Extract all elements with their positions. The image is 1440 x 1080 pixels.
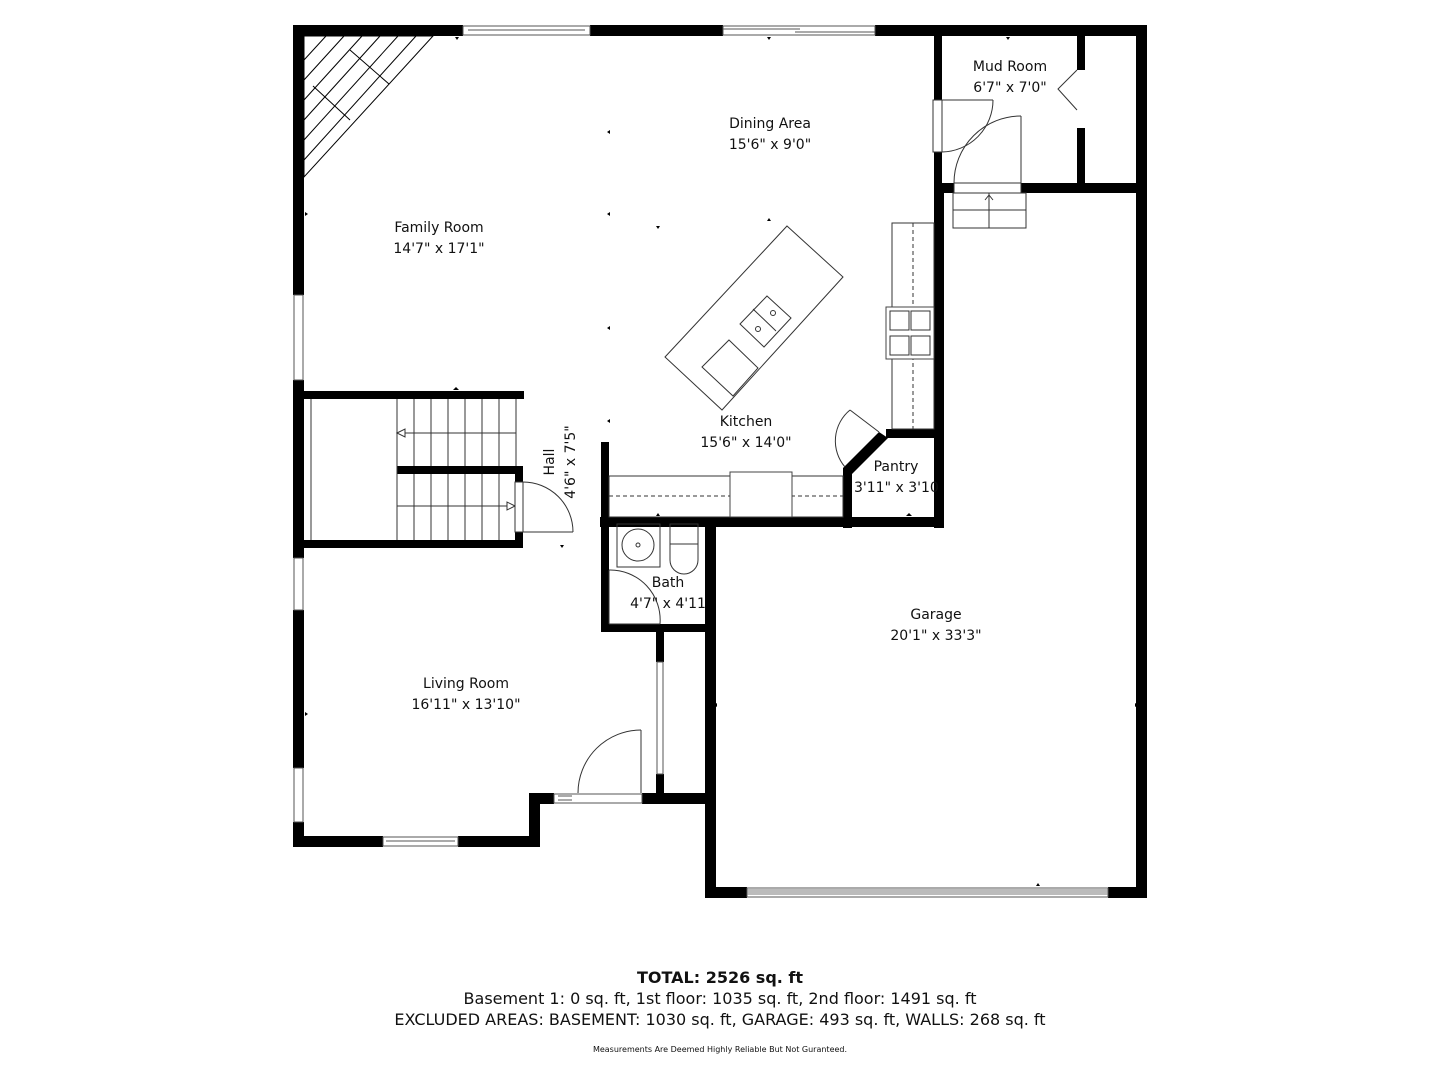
room-dimensions: 14'7" x 17'1" <box>393 241 485 257</box>
room-family-room: Family Room 14'7" x 17'1" <box>393 218 484 260</box>
room-name: Dining Area <box>729 116 811 132</box>
room-name: Garage <box>910 607 962 623</box>
room-bath: Bath 4'7" x 4'11 <box>628 573 708 615</box>
room-dimensions: 4'6" x 7'5" <box>563 425 579 499</box>
interior-walls <box>293 25 1147 898</box>
kitchen-counters <box>608 222 935 518</box>
room-name: Kitchen <box>719 414 773 430</box>
room-dimensions: 3'11" x 3'10 <box>854 480 938 496</box>
entry-steps-icon <box>952 192 1027 229</box>
room-name: Living Room <box>423 676 509 692</box>
windows <box>293 25 1109 898</box>
room-pantry: Pantry 3'11" x 3'10 <box>854 457 938 499</box>
floor-areas: Basement 1: 0 sq. ft, 1st floor: 1035 sq… <box>463 989 977 1008</box>
measure-markers <box>305 37 1138 886</box>
exterior-walls <box>293 25 1147 898</box>
total-area: TOTAL: 2526 sq. ft <box>636 968 804 987</box>
room-living-room: Living Room 16'11" x 13'10" <box>411 674 520 716</box>
disclaimer: Measurements Are Deemed Highly Reliable … <box>592 1045 848 1054</box>
doors <box>514 69 1078 794</box>
bath-fixtures <box>616 523 699 575</box>
excluded-areas: EXCLUDED AREAS: BASEMENT: 1030 sq. ft, G… <box>394 1010 1046 1029</box>
room-dimensions: 20'1" x 33'3" <box>890 628 982 644</box>
room-dimensions: 4'7" x 4'11 <box>630 596 706 612</box>
fireplace-icon <box>303 35 435 179</box>
room-dimensions: 16'11" x 13'10" <box>411 697 521 713</box>
room-mud-room: Mud Room 6'7" x 7'0" <box>973 57 1047 99</box>
kitchen-island-icon <box>664 225 844 411</box>
room-name: Pantry <box>873 459 919 475</box>
room-name: Hall <box>542 448 558 476</box>
room-name: Mud Room <box>972 59 1048 75</box>
room-dimensions: 15'6" x 14'0" <box>700 435 792 451</box>
room-hall: Hall 4'6" x 7'5" <box>540 425 582 498</box>
room-kitchen: Kitchen 15'6" x 14'0" <box>700 412 791 454</box>
room-name: Family Room <box>394 220 484 236</box>
stairs-icon <box>310 399 517 540</box>
room-dimensions: 15'6" x 9'0" <box>728 137 812 153</box>
room-dining-area: Dining Area 15'6" x 9'0" <box>729 114 811 156</box>
room-garage: Garage 20'1" x 33'3" <box>890 605 981 647</box>
room-name: Bath <box>651 575 685 591</box>
room-dimensions: 6'7" x 7'0" <box>973 80 1047 96</box>
